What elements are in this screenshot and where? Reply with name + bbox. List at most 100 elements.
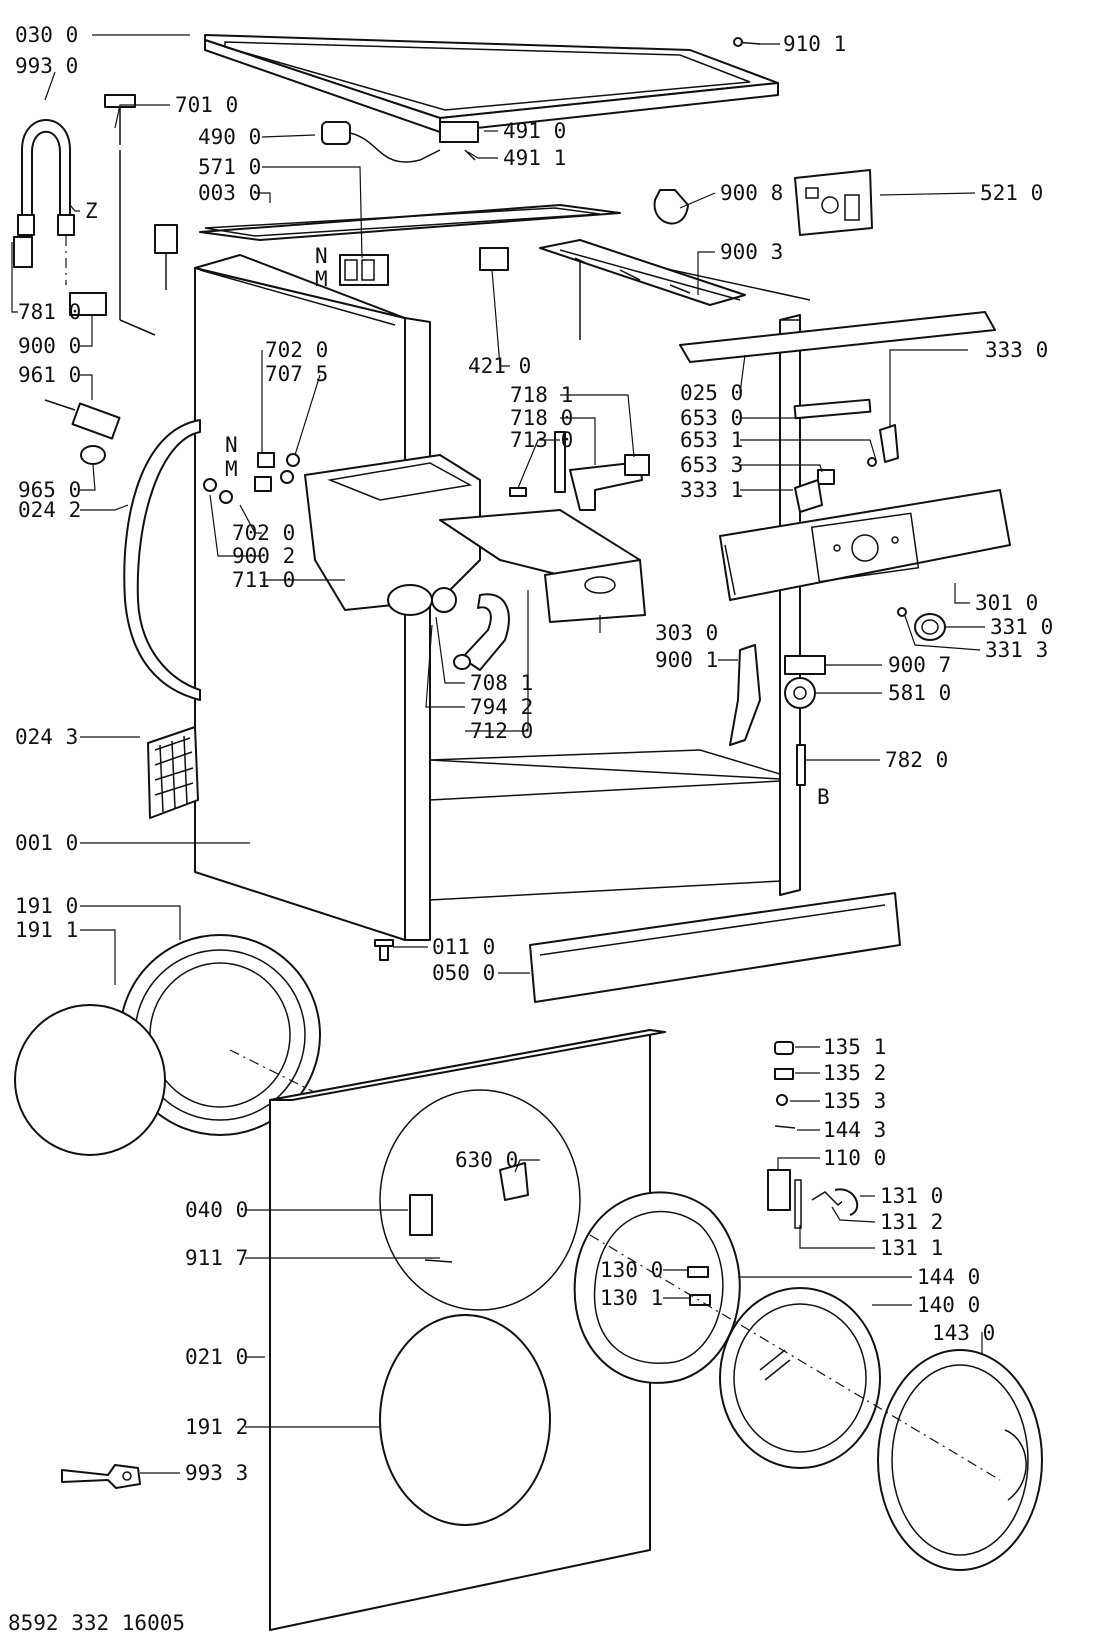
board: [793, 398, 872, 420]
label-110-0: 110 0: [823, 1146, 886, 1170]
label-130-1: 130 1: [600, 1286, 663, 1310]
latch: [729, 644, 761, 746]
label-331-3: 331 3: [985, 638, 1048, 662]
label-021-0: 021 0: [185, 1345, 248, 1369]
label-135-1: 135 1: [823, 1035, 886, 1059]
label-900-3: 900 3: [720, 240, 783, 264]
holder: [794, 479, 823, 513]
leader-lines: [11, 34, 985, 1474]
valve-m: [254, 476, 272, 492]
kick-plate: [529, 892, 901, 1003]
lock-switch: [499, 1162, 529, 1201]
clip-m: [280, 470, 294, 484]
clip-n: [286, 453, 300, 467]
door-glass: [719, 1287, 881, 1469]
foot: [374, 939, 394, 961]
inlet-valve: [119, 150, 178, 336]
label-131-2: 131 2: [880, 1210, 943, 1234]
letter-b: B: [817, 785, 830, 809]
baffle: [554, 431, 566, 493]
label-030-0: 030 0: [15, 23, 78, 47]
small-hardware: [774, 1041, 796, 1129]
knob: [914, 613, 946, 641]
label-900-0: 900 0: [18, 334, 81, 358]
label-491-1: 491 1: [503, 146, 566, 170]
panel-rail: [679, 311, 996, 363]
label-135-2: 135 2: [823, 1061, 886, 1085]
valve-key: [104, 94, 136, 145]
label-965-0: 965 0: [18, 478, 81, 502]
label-571-0: 571 0: [198, 155, 261, 179]
seal-wire: [14, 1004, 166, 1156]
callout-labels: 030 0 993 0 701 0 490 0 491 0 491 1 571 …: [8, 23, 1053, 1635]
letter-n-mid: N: [225, 433, 238, 457]
side-gasket: [123, 419, 201, 701]
label-900-1: 900 1: [655, 648, 718, 672]
rod: [796, 744, 806, 786]
label-900-7: 900 7: [888, 653, 951, 677]
label-653-1: 653 1: [680, 428, 743, 452]
door-inner-frame: [573, 1191, 741, 1384]
letter-z: Z: [85, 199, 98, 223]
hinge-plate-a: [687, 1266, 709, 1278]
label-333-0: 333 0: [985, 338, 1048, 362]
label-653-0: 653 0: [680, 406, 743, 430]
letter-n-top: N: [315, 244, 328, 268]
label-491-0: 491 0: [503, 119, 566, 143]
label-653-3: 653 3: [680, 453, 743, 477]
label-961-0: 961 0: [18, 363, 81, 387]
label-781-0: 781 0: [18, 300, 81, 324]
label-521-0: 521 0: [980, 181, 1043, 205]
label-025-0: 025 0: [680, 381, 743, 405]
label-024-3: 024 3: [15, 725, 78, 749]
label-131-0: 131 0: [880, 1184, 943, 1208]
label-130-0: 130 0: [600, 1258, 663, 1282]
label-900-8: 900 8: [720, 181, 783, 205]
label-140-0: 140 0: [917, 1293, 980, 1317]
label-421-0: 421 0: [468, 354, 531, 378]
label-333-1: 333 1: [680, 478, 743, 502]
label-143-0: 143 0: [932, 1321, 995, 1345]
label-003-0: 003 0: [198, 181, 261, 205]
power-cord: [321, 121, 441, 163]
bracket: [879, 424, 899, 463]
label-718-0: 718 0: [510, 406, 573, 430]
lower-ring: [379, 1314, 551, 1526]
dispenser-housing: [304, 454, 481, 616]
label-707-5: 707 5: [265, 362, 328, 386]
bellows-hose: [431, 587, 510, 671]
grille: [147, 726, 199, 819]
label-040-0: 040 0: [185, 1198, 248, 1222]
label-050-0: 050 0: [432, 961, 495, 985]
top-cover: [204, 34, 779, 133]
label-144-0: 144 0: [917, 1265, 980, 1289]
control-panel: [719, 489, 1011, 601]
label-331-0: 331 0: [990, 615, 1053, 639]
label-191-0: 191 0: [15, 894, 78, 918]
label-011-0: 011 0: [432, 935, 495, 959]
label-001-0: 001 0: [15, 831, 78, 855]
hinge-plate-b: [689, 1294, 711, 1306]
label-144-3: 144 3: [823, 1118, 886, 1142]
detergent-drawer: [439, 509, 646, 623]
footer-code: 8592 332 16005: [8, 1611, 185, 1635]
label-490-0: 490 0: [198, 125, 261, 149]
label-782-0: 782 0: [885, 748, 948, 772]
label-191-1: 191 1: [15, 918, 78, 942]
label-993-3: 993 3: [185, 1461, 248, 1485]
valve-n: [257, 452, 275, 468]
top-rail: [199, 204, 621, 241]
door-lock: [479, 247, 509, 271]
label-911-7: 911 7: [185, 1246, 248, 1270]
knob-pin: [897, 607, 907, 617]
electronic-module: [794, 169, 873, 236]
ring: [80, 445, 106, 465]
connector: [439, 121, 479, 143]
outer-door: [877, 1349, 1043, 1571]
pressure-switch: [784, 677, 816, 709]
label-712-0: 712 0: [470, 719, 533, 743]
spanner-tool: [61, 1464, 141, 1489]
door-handle: [767, 1169, 859, 1229]
